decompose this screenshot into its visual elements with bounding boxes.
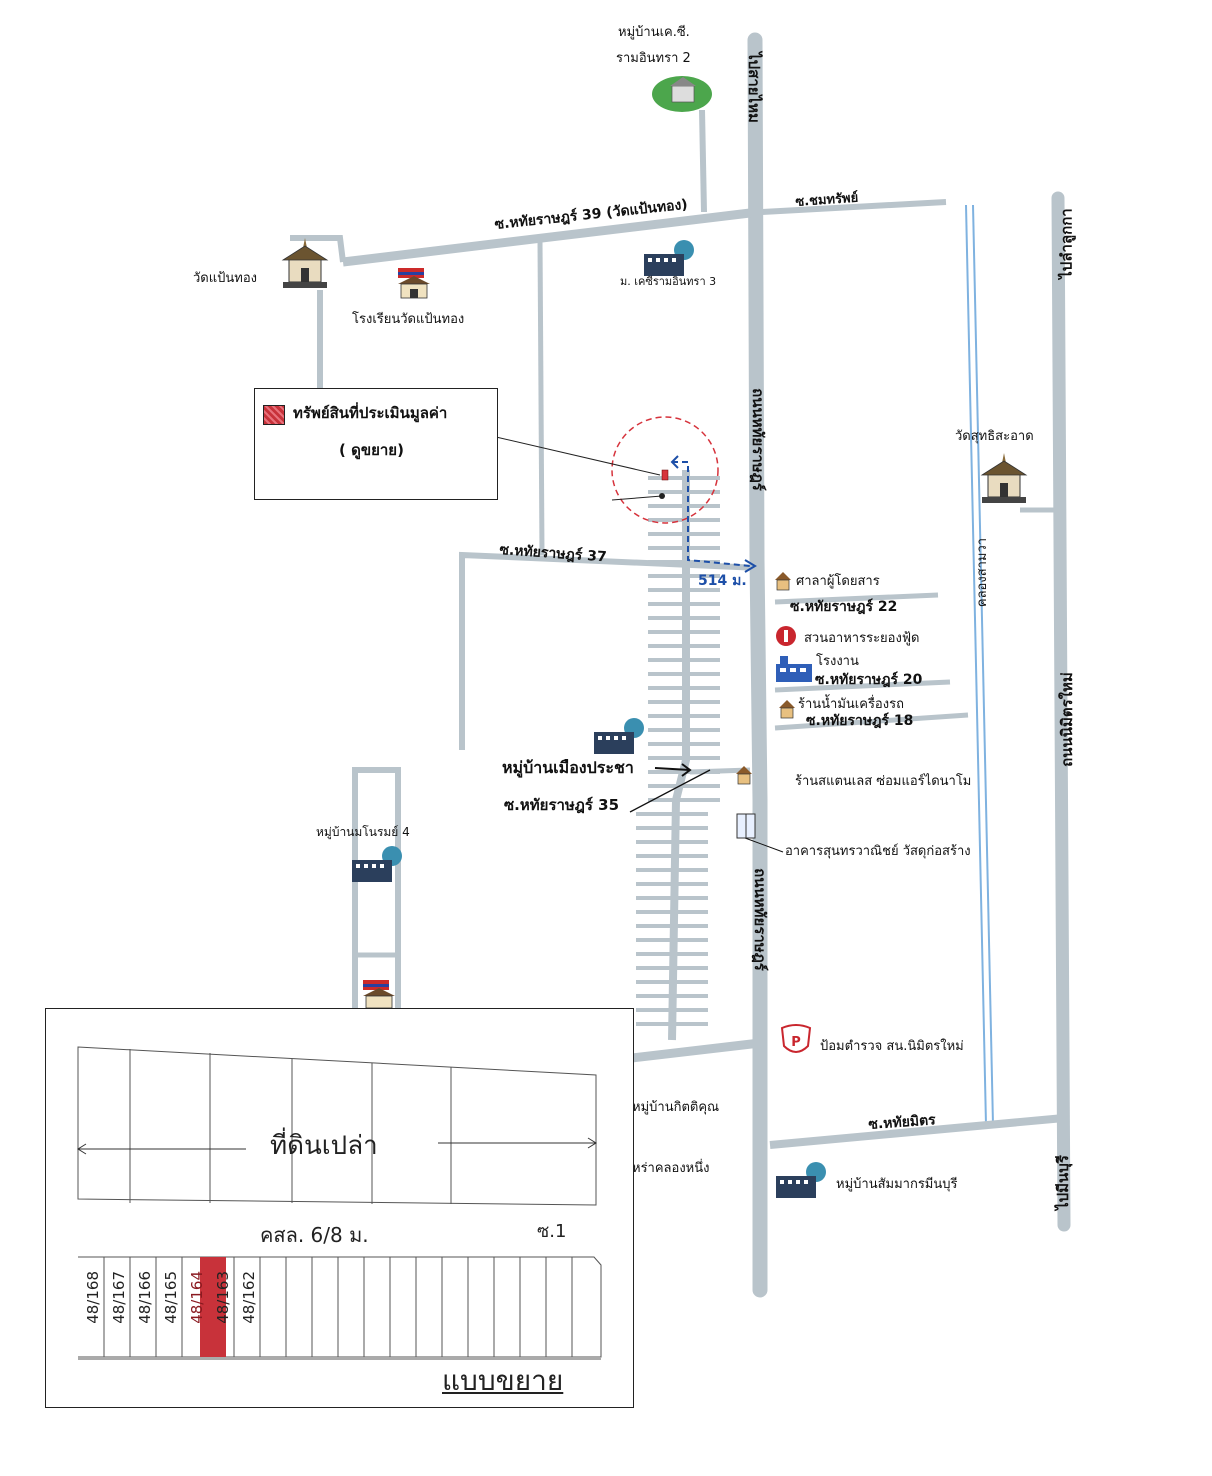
- kc-village-3-label: ม. เคซีรามอินทรา 3: [620, 275, 717, 288]
- lot-label: 48/165: [162, 1271, 180, 1324]
- subdivision-spine: [668, 470, 690, 1041]
- soi-18-label: ซ.หทัยราษฎร์ 18: [806, 713, 914, 729]
- distance-arrow-head: [744, 559, 757, 573]
- east-road-south-label: ไปมีนบุรี: [1053, 1155, 1072, 1210]
- restaurant-label: สวนอาหารระยองฟู้ด: [804, 631, 920, 646]
- soi-haimit-road: [769, 1114, 1065, 1149]
- inset-plan: [77, 1046, 602, 1360]
- dimension-arrow-right: [438, 1137, 597, 1149]
- lot-label: 48/167: [110, 1271, 128, 1324]
- wat-sutthi-label: วัดสุทธิสะอาด: [955, 429, 1034, 444]
- east-road-north-label: ไปลำลูกกา: [1057, 208, 1076, 279]
- subdivision-ladder: [636, 476, 720, 1026]
- stainless-shop-icon: [736, 766, 752, 785]
- legend-box: ทรัพย์สินที่ประเมินมูลค่า ( ดูขยาย): [254, 388, 498, 500]
- canal-label: คลองสามวา: [975, 537, 991, 608]
- appraised-property-marker: [661, 469, 669, 481]
- wat-paenthong-loop: [290, 235, 346, 388]
- bus-stop-label: ศาลาผู้โดยสาร: [796, 574, 880, 589]
- lot-label: 48/164: [188, 1271, 206, 1324]
- legend-subtitle: ( ดูขยาย): [339, 441, 404, 459]
- kc-village-2-label: รามอินทรา 2: [616, 51, 691, 66]
- appraisal-circle: [611, 416, 719, 524]
- school-icon: [398, 268, 430, 299]
- khlong-nueng-label: หร่าคลองหนึ่ง: [632, 1161, 710, 1176]
- sommakorn-label: หมู่บ้านสัมมากรมีนบุรี: [836, 1177, 958, 1192]
- building-store-label: อาคารสุนทรวาณิชย์ วัสดุก่อสร้าง: [785, 844, 971, 859]
- connector-road: [537, 239, 545, 556]
- oil-shop-label: ร้านน้ำมันเครื่องรถ: [798, 697, 904, 712]
- manirom-road: [352, 767, 401, 1008]
- housing-icon-4: [776, 1162, 826, 1198]
- east-road-mid-label: ถนนนิมิตรใหม่: [1057, 672, 1076, 767]
- restaurant-icon: [776, 626, 796, 646]
- soi-35-label: ซ.หทัยราษฎร์ 35: [504, 796, 620, 814]
- housing-icon-3: [352, 846, 402, 882]
- bus-stop-icon: [775, 572, 791, 591]
- main-road-north-label: ไปสายไหม: [744, 52, 763, 123]
- muang-pracha-label: หมู่บ้านเมืองประชา: [502, 758, 634, 777]
- lot-label: 48/166: [136, 1271, 154, 1324]
- housing-icon: [644, 240, 694, 276]
- dimension-arrow-left: [77, 1143, 246, 1155]
- building-store-icon: [736, 813, 756, 839]
- soi-20-road: [774, 679, 951, 693]
- soi-22-label: ซ.หทัยราษฎร์ 22: [790, 599, 898, 615]
- legend-pointer: [495, 436, 661, 476]
- main-road: [747, 32, 768, 1298]
- building-pointer: [744, 837, 784, 853]
- oil-shop-icon: [779, 700, 795, 719]
- soi-22-road: [774, 592, 939, 605]
- inset-caption: แบบขยาย: [442, 1364, 564, 1397]
- parcel-lines: [129, 1049, 452, 1204]
- kittikun-label: หมู่บ้านกิตติคุณ: [632, 1100, 720, 1115]
- kc-village-road: [699, 109, 707, 213]
- vacant-land-outline: [77, 1046, 597, 1206]
- school-icon-2: [363, 980, 395, 1009]
- soi-chomsap-road: [761, 199, 947, 215]
- lot-label: 48/162: [240, 1271, 258, 1324]
- school-label: โรงเรียนวัดแป้นทอง: [352, 312, 465, 327]
- inset-soi-label: ซ.1: [537, 1221, 567, 1242]
- marker-dot: [659, 493, 665, 499]
- inset-detail: ที่ดินเปล่า คสล. 6/8 ม. ซ.1 48/168 48/167…: [45, 1008, 634, 1408]
- village-icon: [652, 76, 712, 112]
- highlight-swatch: [263, 405, 285, 425]
- distance-arrow-start: [670, 455, 679, 469]
- wat-paenthong-label: วัดแป้นทอง: [193, 271, 257, 286]
- main-road-mid-label: ถนนหทัยราษฎร์: [748, 388, 767, 491]
- soi-39-road: [342, 208, 751, 267]
- factory-icon: [776, 656, 812, 682]
- police-icon-letter: P: [791, 1035, 801, 1050]
- soi-20-label: ซ.หทัยราษฎร์ 20: [815, 672, 923, 688]
- lot-row-outline: [78, 1256, 602, 1358]
- soi-35-pointer: [629, 769, 711, 813]
- lot-label: 48/168: [84, 1271, 102, 1324]
- manirom-label: หมู่บ้านมโนรมย์ 4: [316, 825, 410, 839]
- inset-road-label: คสล. 6/8 ม.: [260, 1223, 369, 1247]
- housing-icon-2: [594, 718, 644, 754]
- stainless-shop-label: ร้านสแตนเลส ซ่อมแอร์ไดนาโม: [795, 774, 972, 789]
- east-road: [1051, 191, 1071, 1232]
- distance-label: 514 ม.: [698, 573, 747, 589]
- lot-label: 48/163: [214, 1271, 232, 1324]
- temple-icon: [281, 238, 329, 288]
- marker-pointer: [611, 495, 663, 501]
- muang-pracha-arrow: [654, 763, 692, 777]
- distance-route: [672, 461, 751, 567]
- police-icon: P: [780, 1024, 812, 1053]
- bottom-road: [631, 1038, 761, 1063]
- main-road-south-label: ถนนหทัยราษฎร์: [750, 868, 769, 971]
- police-label: ป้อมตำรวจ สน.นิมิตรใหม่: [820, 1039, 964, 1054]
- canal: [965, 204, 994, 1126]
- highlighted-lot: [200, 1257, 226, 1357]
- vacant-land-label: ที่ดินเปล่า: [270, 1131, 378, 1161]
- temple-icon-2: [980, 453, 1028, 503]
- soi-18-road: [774, 712, 969, 731]
- legend-title: ทรัพย์สินที่ประเมินมูลค่า: [293, 404, 448, 422]
- kc-village-label: หมู่บ้านเค.ซี.: [618, 25, 690, 40]
- factory-label: โรงงาน: [816, 654, 859, 669]
